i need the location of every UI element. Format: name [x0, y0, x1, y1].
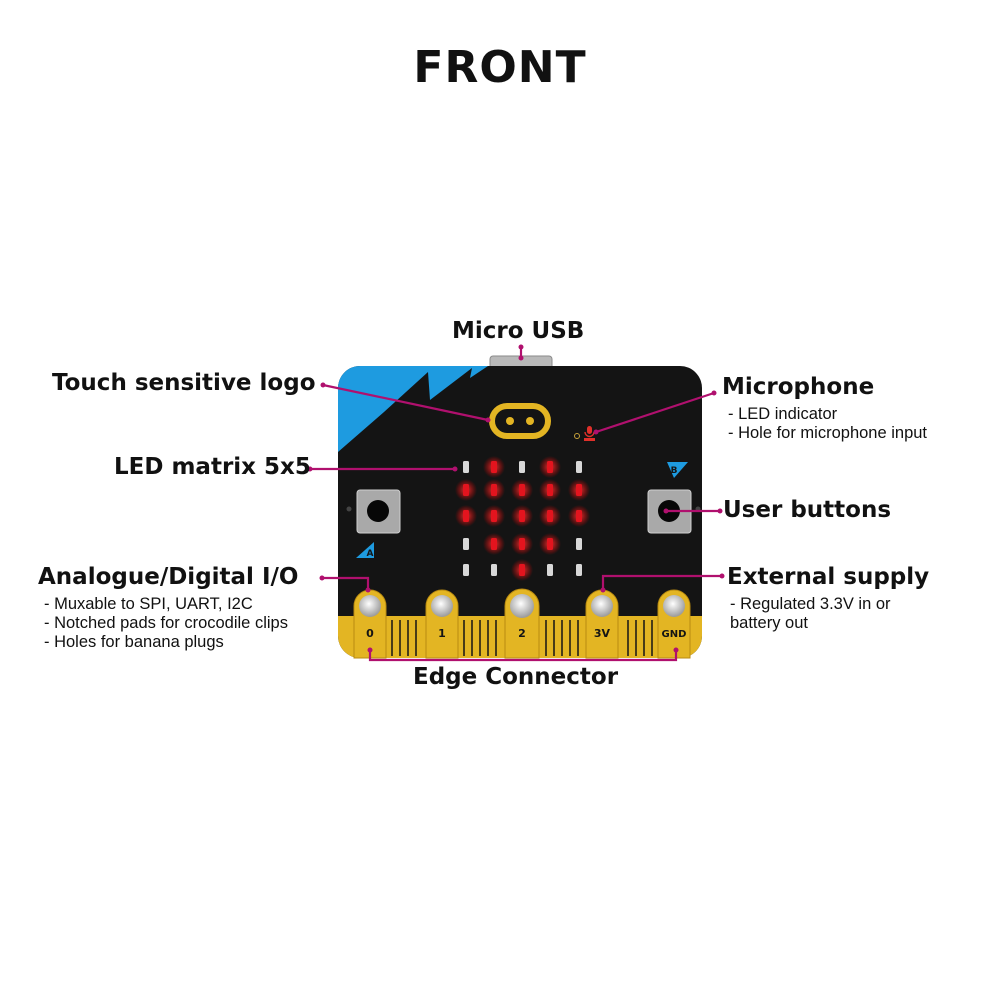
button-a-marker-icon: A [356, 542, 374, 559]
pin-label-2: 2 [518, 627, 526, 640]
led-off [463, 564, 469, 576]
led-off [547, 564, 553, 576]
led-on [491, 510, 497, 522]
led-on [519, 538, 525, 550]
led-on [491, 484, 497, 496]
pin-pad-1 [425, 589, 459, 659]
led-off [463, 538, 469, 550]
microphone-detail-2: - Hole for microphone input [728, 424, 928, 442]
led-on [547, 510, 553, 522]
connector-fingers [391, 620, 653, 656]
led-on [491, 538, 497, 550]
led-on [519, 564, 525, 576]
led-on [576, 484, 582, 496]
button-a[interactable] [356, 489, 401, 534]
led-on [547, 538, 553, 550]
pin-pad-2 [504, 588, 540, 659]
analog-io-detail-1: - Muxable to SPI, UART, I2C [44, 595, 253, 613]
led-on [519, 510, 525, 522]
label-edge-connector: Edge Connector [413, 664, 619, 690]
microphone-detail-1: - LED indicator [728, 405, 838, 423]
pin-pad-3v [585, 589, 619, 659]
page-title: FRONT [413, 42, 587, 93]
external-supply-detail-2: battery out [730, 614, 808, 632]
microphone-led-icon [584, 426, 595, 441]
led-on [547, 461, 553, 473]
label-user-buttons: User buttons [723, 497, 892, 523]
led-off [519, 461, 525, 473]
pin-pad-gnd [657, 589, 691, 659]
touch-logo-icon [489, 403, 551, 439]
led-matrix-5x5 [455, 456, 590, 581]
blue-corner-graphic [338, 366, 488, 452]
led-off [491, 564, 497, 576]
microphone-hole-icon [574, 433, 580, 439]
led-on [519, 484, 525, 496]
label-analog-io: Analogue/Digital I/O [38, 564, 299, 590]
analog-io-detail-2: - Notched pads for crocodile clips [44, 614, 288, 632]
led-on [463, 484, 469, 496]
led-off [576, 564, 582, 576]
led-on [491, 461, 497, 473]
svg-text:A: A [367, 549, 374, 559]
label-external-supply: External supply [727, 564, 930, 590]
led-off [576, 538, 582, 550]
pin-label-gnd: GND [662, 629, 687, 640]
label-touch-logo: Touch sensitive logo [52, 370, 316, 396]
external-supply-detail-1: - Regulated 3.3V in or [730, 595, 891, 613]
pin-label-0: 0 [366, 627, 374, 640]
pin-label-1: 1 [438, 627, 446, 640]
pin-label-3v: 3V [594, 627, 611, 640]
button-b-marker-icon: B [667, 462, 688, 478]
led-on [463, 510, 469, 522]
led-on [576, 510, 582, 522]
led-on [547, 484, 553, 496]
label-micro-usb: Micro USB [452, 318, 585, 344]
led-off [576, 461, 582, 473]
pin-pad-0 [353, 589, 387, 659]
svg-text:B: B [671, 466, 678, 476]
label-led-matrix: LED matrix 5x5 [114, 454, 311, 480]
leader-dots [307, 344, 725, 653]
analog-io-detail-3: - Holes for banana plugs [44, 633, 224, 651]
label-microphone: Microphone [722, 374, 875, 400]
led-off [463, 461, 469, 473]
